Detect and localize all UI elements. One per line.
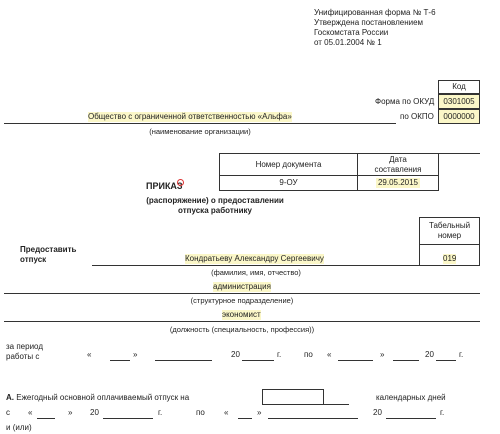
doc-number[interactable]: 9-ОУ bbox=[219, 175, 358, 191]
section-a-to-year[interactable] bbox=[386, 418, 436, 419]
period-from-year-prefix: 20 bbox=[231, 350, 240, 359]
doc-table-extension bbox=[438, 153, 480, 154]
period-from-year[interactable] bbox=[242, 360, 274, 361]
period-from-qclose: » bbox=[133, 350, 138, 359]
period-to-qclose: » bbox=[380, 350, 385, 359]
period-to-qopen: « bbox=[327, 350, 332, 359]
okpo-value[interactable]: 0000000 bbox=[438, 109, 480, 124]
section-a-to-day[interactable] bbox=[238, 418, 252, 419]
department-underline bbox=[4, 293, 480, 294]
section-a-days-label: календарных дней bbox=[376, 393, 446, 402]
okpo-label: по ОКПО bbox=[400, 112, 434, 121]
period-from-qopen: « bbox=[87, 350, 92, 359]
department-value[interactable]: администрация bbox=[213, 282, 271, 292]
section-a-days-underline bbox=[324, 404, 349, 405]
section-a-text: А. Ежегодный основной оплачиваемый отпус… bbox=[6, 393, 189, 403]
section-a-from-year-prefix: 20 bbox=[90, 408, 99, 417]
period-from-month[interactable] bbox=[155, 360, 212, 361]
section-a-from-year-suffix: г. bbox=[158, 408, 163, 417]
department-caption: (структурное подразделение) bbox=[190, 296, 294, 305]
section-a-letter: А. bbox=[6, 393, 14, 402]
period-to-year[interactable] bbox=[436, 360, 456, 361]
doc-date-header: Дата составления bbox=[357, 153, 439, 176]
organization-name[interactable]: Общество с ограниченной ответственностью… bbox=[88, 112, 292, 122]
section-a-days-input[interactable] bbox=[262, 389, 324, 405]
period-to-month[interactable] bbox=[393, 360, 419, 361]
period-to-year-prefix: 20 bbox=[425, 350, 434, 359]
section-a-description: Ежегодный основной оплачиваемый отпуск н… bbox=[16, 393, 190, 402]
section-a-and-or: и (или) bbox=[6, 423, 32, 432]
cursor-marker-icon bbox=[177, 179, 184, 186]
tabno-input[interactable]: 019 bbox=[443, 254, 457, 264]
period-to-day[interactable] bbox=[338, 360, 373, 361]
section-a-from-year[interactable] bbox=[103, 418, 153, 419]
section-a-from-day[interactable] bbox=[37, 418, 55, 419]
order-title: ПРИКАЗ bbox=[146, 181, 183, 191]
period-label: за период работы с bbox=[6, 342, 43, 361]
form-header-line1: Унифицированная форма № Т-6 bbox=[314, 8, 436, 17]
section-a-to-label: по bbox=[196, 408, 205, 417]
form-header-line4: от 05.01.2004 № 1 bbox=[314, 38, 382, 47]
tabno-value bbox=[419, 244, 480, 266]
period-to-year-suffix: г. bbox=[459, 350, 464, 359]
form-header-line2: Утверждена постановлением bbox=[314, 18, 424, 27]
section-a-from-qclose: » bbox=[68, 408, 73, 417]
position-underline bbox=[4, 321, 480, 322]
employee-name[interactable]: Кондратьеву Александру Сергеевичу bbox=[185, 254, 324, 264]
section-a-to-qclose: » bbox=[257, 408, 262, 417]
okud-value[interactable]: 0301005 bbox=[438, 94, 480, 109]
order-subtitle: (распоряжение) о предоставлении отпуска … bbox=[146, 196, 284, 215]
codes-header: Код bbox=[438, 80, 480, 94]
doc-number-header: Номер документа bbox=[219, 153, 358, 176]
grant-label: Предоставить отпуск bbox=[20, 245, 77, 264]
employee-name-caption: (фамилия, имя, отчество) bbox=[211, 268, 301, 277]
section-a-from-label: с bbox=[6, 408, 10, 417]
period-from-day[interactable] bbox=[110, 360, 130, 361]
form-header-line3: Госкомстата России bbox=[314, 28, 389, 37]
section-a-to-year-suffix: г. bbox=[440, 408, 445, 417]
position-caption: (должность (специальность, профессия)) bbox=[169, 325, 315, 334]
section-a-from-qopen: « bbox=[28, 408, 33, 417]
position-value[interactable]: экономист bbox=[222, 310, 261, 320]
okud-label: Форма по ОКУД bbox=[375, 97, 435, 106]
period-from-year-suffix: г. bbox=[277, 350, 282, 359]
organization-caption: (наименование организации) bbox=[149, 127, 251, 136]
section-a-to-year-prefix: 20 bbox=[373, 408, 382, 417]
doc-date[interactable]: 29.05.2015 bbox=[357, 175, 439, 191]
organization-underline bbox=[4, 123, 396, 124]
section-a-to-month[interactable] bbox=[268, 418, 358, 419]
tabno-header: Табельный номер bbox=[419, 217, 480, 245]
section-a-to-qopen: « bbox=[224, 408, 229, 417]
period-to-label: по bbox=[304, 350, 313, 359]
employee-name-underline bbox=[92, 265, 420, 266]
